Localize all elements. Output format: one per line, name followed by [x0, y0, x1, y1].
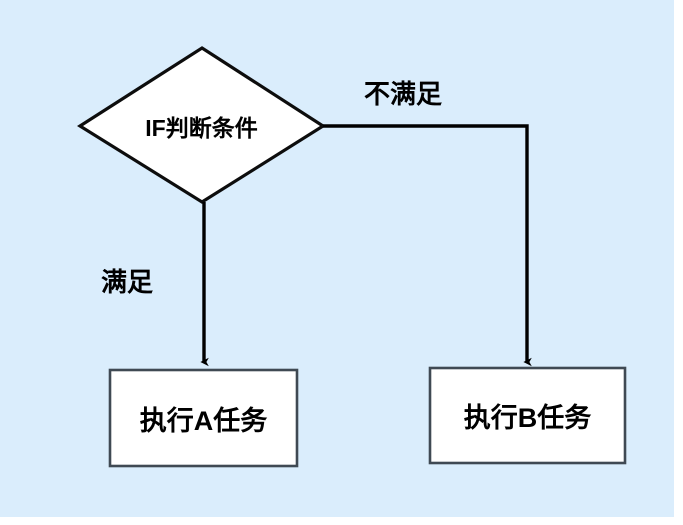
edge-label-satisfied: 满足: [101, 267, 154, 297]
task-a-box: [108, 368, 299, 468]
task-b-box: [428, 366, 627, 465]
edge-false-line: [323, 124, 532, 367]
edge-label-not-satisfied: 不满足: [364, 79, 443, 109]
decision-diamond: [77, 46, 326, 204]
task-b-node-label: 执行B任务: [463, 403, 592, 433]
task-a-node-label: 执行A任务: [139, 405, 268, 436]
decision-node-label: IF判断条件: [145, 115, 258, 141]
